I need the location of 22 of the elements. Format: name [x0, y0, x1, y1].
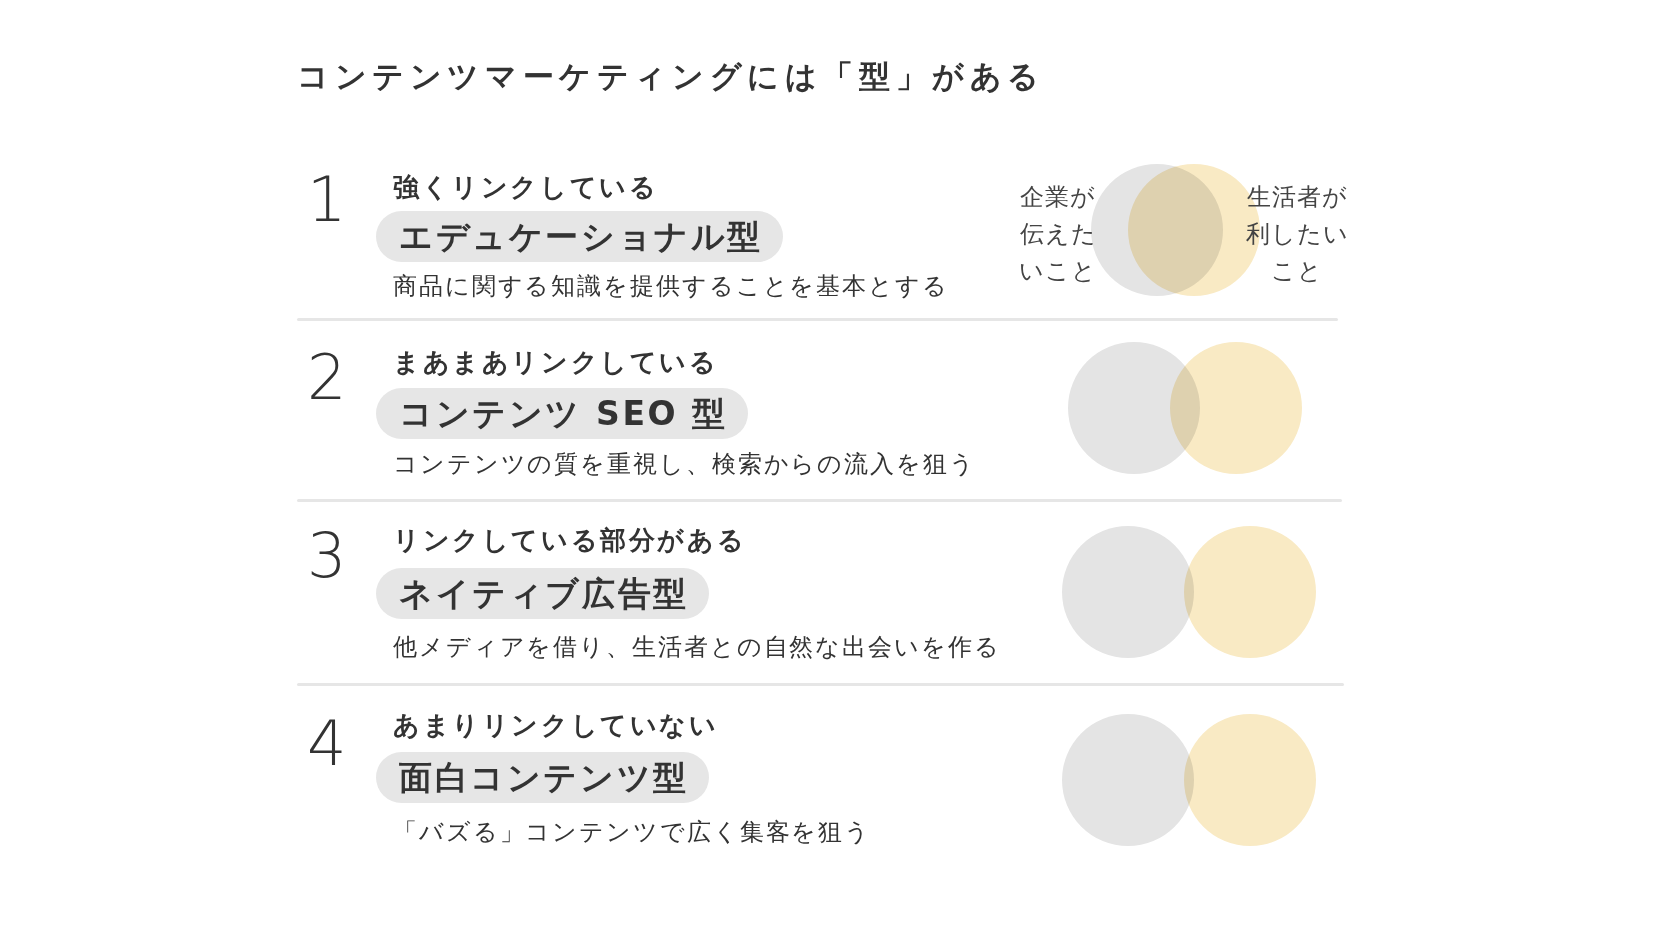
row-number: 4: [307, 706, 347, 781]
link-level-heading: 強くリンクしている: [393, 172, 659, 204]
type-description: コンテンツの質を重視し、検索からの流入を狙う: [393, 449, 976, 479]
type-tag: ネイティブ広告型: [376, 568, 709, 619]
venn-circle: [1170, 342, 1302, 474]
venn-circle: [1184, 526, 1316, 658]
diagram-title: コンテンツマーケティングには「型」がある: [297, 58, 1045, 94]
circle-caption: 生活者が利したいこと: [1245, 182, 1349, 287]
row-number: 1: [307, 162, 347, 237]
row-number: 2: [307, 340, 347, 415]
type-description: 商品に関する知識を提供することを基本とする: [393, 271, 949, 301]
venn-circle: [1184, 714, 1316, 846]
circle-caption: 企業が伝えたいこと: [1018, 182, 1098, 287]
type-description: 他メディアを借り、生活者との自然な出会いを作る: [393, 632, 1001, 662]
link-level-heading: まあまあリンクしている: [393, 347, 719, 379]
row-number: 3: [307, 518, 347, 593]
link-level-heading: あまりリンクしていない: [393, 710, 719, 742]
link-level-heading: リンクしている部分がある: [393, 525, 747, 557]
type-description: 「バズる」コンテンツで広く集客を狙う: [393, 817, 872, 847]
type-tag: 面白コンテンツ型: [376, 752, 709, 803]
type-tag: エデュケーショナル型: [376, 211, 783, 262]
type-tag: コンテンツ SEO 型: [376, 388, 748, 439]
